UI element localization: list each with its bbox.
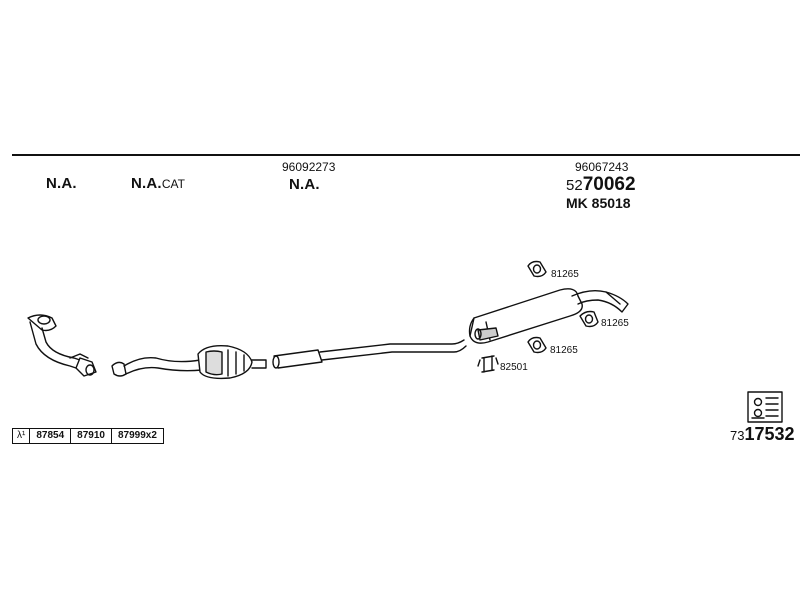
part-main: 70062 <box>582 174 636 195</box>
clamp-82501 <box>477 355 499 373</box>
diagram-code: 7317532 <box>730 424 795 445</box>
lambda-symbol: λ¹ <box>11 428 31 444</box>
lambda-cell-2: 87910 <box>70 428 112 444</box>
diagram-code-main: 17532 <box>744 424 795 444</box>
front-downpipe <box>27 314 97 377</box>
lambda-cell-1: 87854 <box>29 428 72 444</box>
part-number-5270062: 5270062 <box>566 174 636 196</box>
hanger-81265-mid <box>579 310 599 328</box>
label-na-2: N.A. <box>131 175 162 192</box>
part-number-96067243: 96067243 <box>575 160 629 174</box>
label-na-cat: N.A.CAT <box>131 175 185 193</box>
diagram-code-prefix: 73 <box>730 428 745 443</box>
manual-icon <box>747 391 783 423</box>
clamp-label-2: 81265 <box>601 318 629 329</box>
header-rule <box>12 154 800 156</box>
lambda-cell-3: 87999x2 <box>110 428 164 444</box>
clamp-label-4: 82501 <box>500 362 528 373</box>
label-cat: CAT <box>161 177 185 191</box>
catalytic-converter-section <box>111 344 267 380</box>
hanger-81265-top <box>527 260 547 278</box>
label-na-1: N.A. <box>46 175 77 192</box>
part-prefix: 52 <box>566 177 583 194</box>
hanger-81265-low <box>527 336 547 354</box>
kit-number: MK 85018 <box>566 195 631 211</box>
clamp-label-3: 81265 <box>550 345 578 356</box>
center-pipe <box>272 339 467 369</box>
part-number-96092273: 96092273 <box>282 160 336 174</box>
label-na-3: N.A. <box>289 176 320 193</box>
rear-muffler <box>468 288 629 344</box>
clamp-label-1: 81265 <box>551 269 579 280</box>
lambda-sensor-table: λ¹ 87854 87910 87999x2 <box>11 428 164 444</box>
